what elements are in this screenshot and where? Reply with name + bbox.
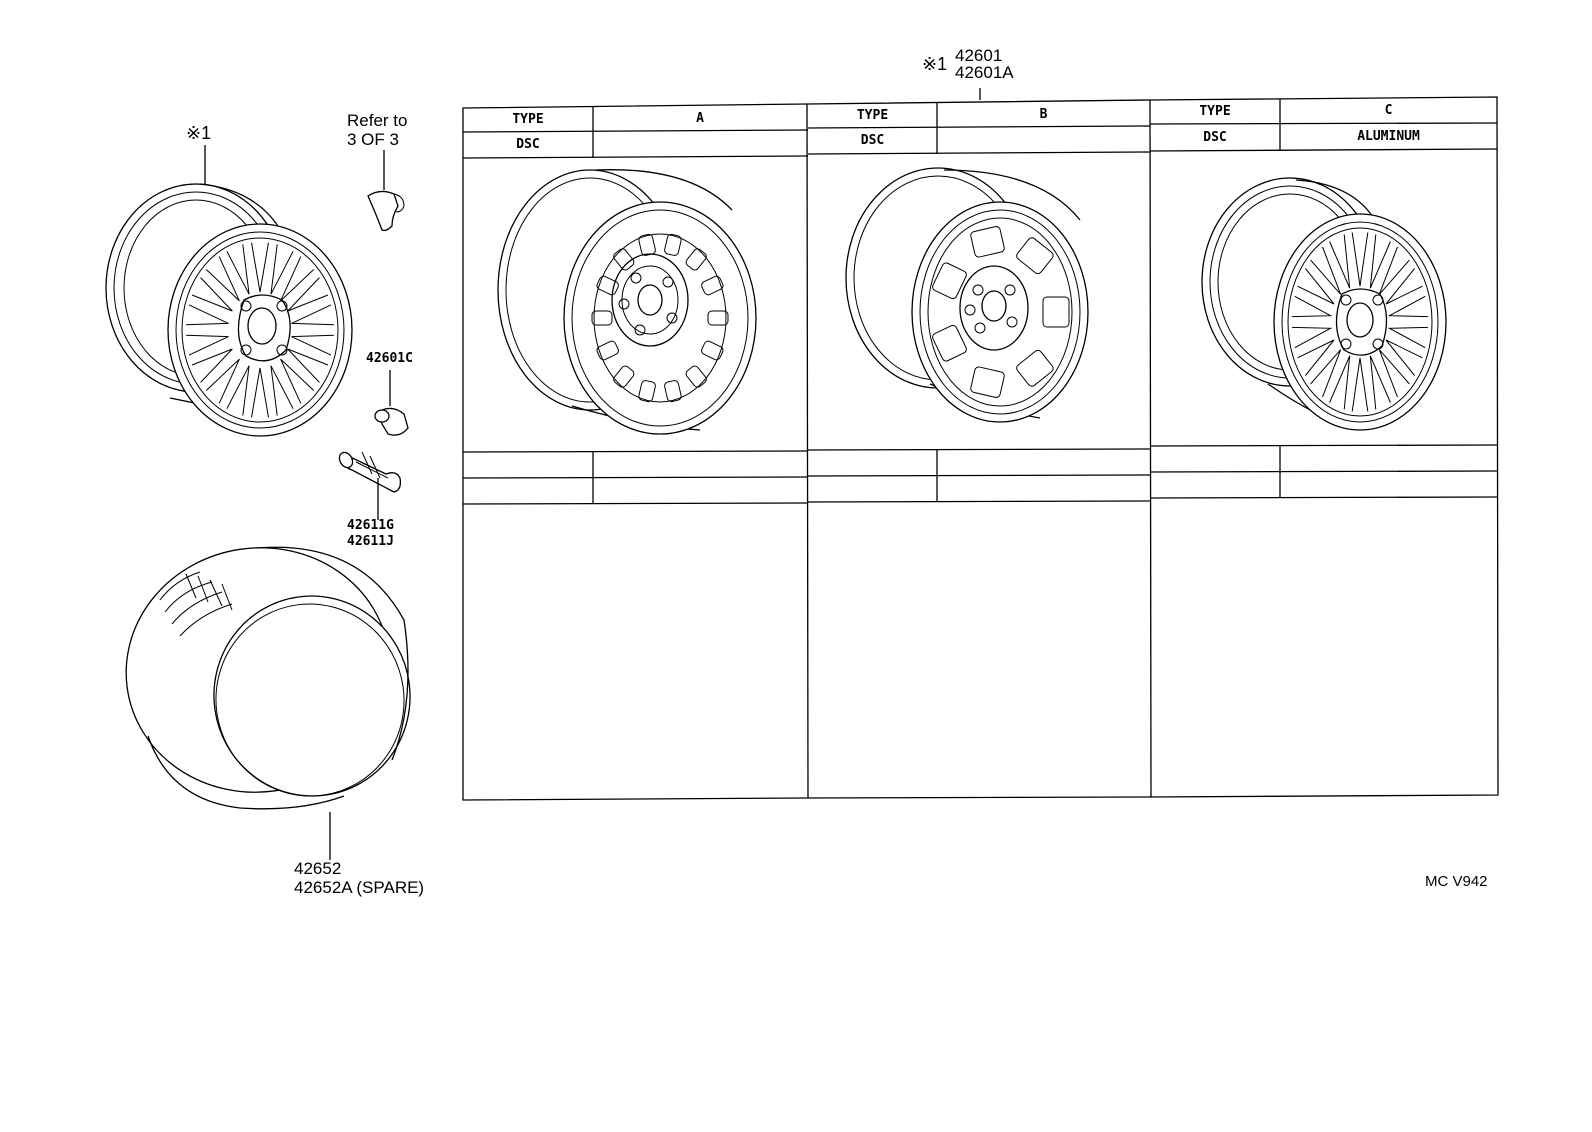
type-b-value: B bbox=[1039, 106, 1048, 122]
type-b-dsc-label: DSC bbox=[860, 133, 885, 148]
part-number-valve-g: 42611G bbox=[347, 518, 394, 533]
type-a-dsc-value bbox=[593, 131, 807, 156]
type-c-type-label: TYPE bbox=[1199, 103, 1231, 119]
part-number-valve-j: 42611J bbox=[347, 534, 394, 549]
part-number-spare-tire: 42652A (SPARE) bbox=[294, 878, 425, 897]
type-a-value: A bbox=[696, 110, 704, 126]
aluminum-wheel-drawing bbox=[105, 145, 353, 437]
type-c-dsc-value: ALUMINUM bbox=[1357, 128, 1420, 144]
refer-to-label: Refer to bbox=[347, 111, 408, 130]
refer-page-label: 3 OF 3 bbox=[347, 130, 399, 149]
tire-valve-drawing bbox=[338, 451, 402, 520]
wheel-ornament-drawing bbox=[367, 150, 405, 232]
part-number-wheel: 42601 bbox=[955, 46, 1003, 65]
steel-wheel-type-a-drawing bbox=[497, 169, 757, 435]
type-c-value: C bbox=[1384, 102, 1393, 118]
note-mark-wheel: ※1 bbox=[922, 54, 948, 74]
type-b-dsc-value bbox=[937, 127, 1150, 152]
aluminum-wheel-type-c-drawing bbox=[1201, 177, 1447, 431]
part-number-tire: 42652 bbox=[294, 859, 342, 878]
note-mark-left: ※1 bbox=[186, 123, 212, 143]
part-number-hub-nut: 42601C bbox=[366, 351, 413, 366]
tire-drawing bbox=[125, 546, 411, 860]
steel-wheel-type-b-drawing bbox=[845, 167, 1089, 423]
hub-nut-drawing bbox=[374, 370, 409, 436]
type-a-dsc-label: DSC bbox=[516, 137, 540, 152]
wheel-type-table-frame bbox=[462, 88, 1499, 801]
diagram-code: MC V942 bbox=[1425, 873, 1488, 890]
part-number-wheel-a: 42601A bbox=[955, 63, 1014, 82]
type-c-dsc-label: DSC bbox=[1203, 129, 1227, 145]
type-a-type-label: TYPE bbox=[512, 111, 544, 127]
type-b-type-label: TYPE bbox=[856, 107, 889, 123]
